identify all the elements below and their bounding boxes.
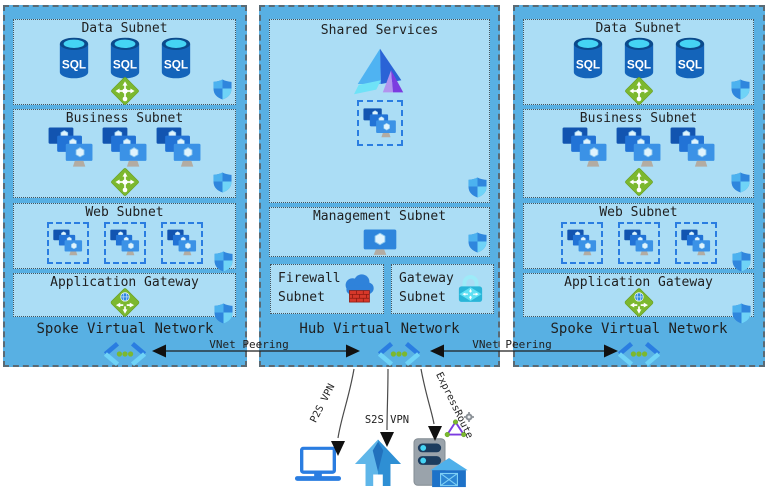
virtual-network-icon — [371, 340, 427, 368]
svg-text:SQL: SQL — [626, 57, 650, 71]
svg-text:SQL: SQL — [575, 57, 599, 71]
load-balancer-icon — [624, 76, 654, 106]
virtual-network-icon — [611, 340, 667, 368]
azure-firewall-icon — [341, 271, 376, 307]
vm-cluster-icon — [670, 127, 716, 169]
management-subnet-box: Management Subnet — [269, 207, 490, 257]
datacenter-barn-icon — [429, 458, 469, 488]
hub-title: Hub Virtual Network — [299, 321, 460, 337]
gateway-subnet-box: Gateway Subnet — [391, 264, 494, 314]
svg-text:SQL: SQL — [677, 57, 701, 71]
nsg-shield-icon — [213, 172, 232, 193]
management-subnet-label: Management Subnet — [312, 209, 447, 224]
app-gateway-label: Application Gateway — [564, 275, 713, 290]
p2s-vpn-label: P2S VPN — [308, 382, 338, 425]
web-subnet-box-right: Web Subnet — [523, 203, 754, 269]
gateway-subnet-label: Gateway Subnet — [399, 271, 454, 305]
hub-vnet-panel: Shared Services Management Subnet Firewa… — [259, 5, 500, 367]
firewall-subnet-label: Firewall Subnet — [278, 271, 341, 305]
app-gateway-box-left: Application Gateway — [13, 273, 236, 317]
data-subnet-label: Data Subnet — [81, 21, 168, 36]
nsg-shield-icon — [732, 251, 751, 272]
load-balancer-icon — [110, 76, 140, 106]
sql-database-icon: SQL — [622, 36, 656, 80]
vpn-gateway-icon — [455, 273, 486, 305]
vm-dashed-box — [674, 222, 717, 264]
web-subnet-box-left: Web Subnet — [13, 203, 236, 269]
nsg-shield-icon — [214, 251, 233, 272]
nsg-shield-icon — [213, 79, 232, 100]
shared-services-label: Shared Services — [320, 23, 439, 38]
business-subnet-box-left: Business Subnet — [13, 109, 236, 198]
s2s-vpn-label: S2S VPN — [364, 414, 410, 426]
laptop-icon — [294, 446, 342, 486]
sql-database-icon: SQL — [673, 36, 707, 80]
data-subnet-label: Data Subnet — [595, 21, 682, 36]
vm-dashed-box — [356, 100, 403, 146]
vm-cluster-icon — [48, 127, 94, 169]
on-premises-building-icon — [354, 439, 402, 487]
sql-database-icon: SQL — [159, 36, 193, 80]
vm-cluster-icon — [156, 127, 202, 169]
load-balancer-icon — [624, 167, 654, 197]
vm-dashed-box — [560, 222, 603, 264]
sql-database-icon: SQL — [108, 36, 142, 80]
business-subnet-label: Business Subnet — [579, 111, 698, 126]
azure-ad-icon — [354, 46, 406, 96]
nsg-shield-icon — [731, 172, 750, 193]
firewall-subnet-box: Firewall Subnet — [270, 264, 384, 314]
svg-text:SQL: SQL — [61, 57, 85, 71]
vm-cluster-icon — [110, 229, 140, 257]
expressroute-line — [420, 368, 435, 425]
spoke-left-title: Spoke Virtual Network — [36, 321, 214, 337]
vm-cluster-icon — [363, 108, 397, 139]
app-gateway-box-right: Application Gateway — [523, 273, 754, 317]
vnet-peering-label-right: VNet Peering — [472, 338, 552, 351]
vm-cluster-icon — [53, 229, 83, 257]
p2s-vpn-line — [337, 368, 355, 439]
application-gateway-icon — [109, 287, 140, 318]
data-subnet-box-left: Data Subnet SQL SQL SQL — [13, 19, 236, 105]
nsg-shield-icon — [731, 79, 750, 100]
sql-database-icon: SQL — [571, 36, 605, 80]
nsg-shield-icon — [468, 232, 487, 253]
virtual-network-icon — [97, 340, 153, 368]
vm-cluster-icon — [681, 229, 711, 257]
application-gateway-icon — [623, 287, 654, 318]
vm-cluster-icon — [567, 229, 597, 257]
vm-dashed-box — [617, 222, 660, 264]
vm-cluster-icon — [562, 127, 608, 169]
load-balancer-icon — [110, 167, 140, 197]
vm-cluster-icon — [102, 127, 148, 169]
app-gateway-label: Application Gateway — [50, 275, 199, 290]
vm-dashed-box — [46, 222, 89, 264]
vm-dashed-box — [103, 222, 146, 264]
vm-dashed-box — [160, 222, 203, 264]
vm-cluster-icon — [167, 229, 197, 257]
spoke-right-title: Spoke Virtual Network — [550, 321, 728, 337]
shared-services-box: Shared Services — [269, 19, 490, 203]
web-subnet-label: Web Subnet — [599, 205, 678, 220]
vm-cluster-icon — [616, 127, 662, 169]
vm-cluster-icon — [624, 229, 654, 257]
web-subnet-label: Web Subnet — [85, 205, 164, 220]
spoke-vnet-left-panel: Data Subnet SQL SQL SQL Business Subnet … — [3, 5, 247, 367]
sql-database-icon: SQL — [57, 36, 91, 80]
svg-text:SQL: SQL — [163, 57, 187, 71]
vnet-peering-label-left: VNet Peering — [209, 338, 289, 351]
vm-icon — [361, 229, 399, 258]
business-subnet-box-right: Business Subnet — [523, 109, 754, 198]
data-subnet-box-right: Data Subnet SQL SQL SQL — [523, 19, 754, 105]
svg-text:SQL: SQL — [112, 57, 136, 71]
business-subnet-label: Business Subnet — [65, 111, 184, 126]
nsg-shield-icon — [468, 177, 487, 198]
spoke-vnet-right-panel: Data Subnet SQL SQL SQL Business Subnet … — [513, 5, 765, 367]
